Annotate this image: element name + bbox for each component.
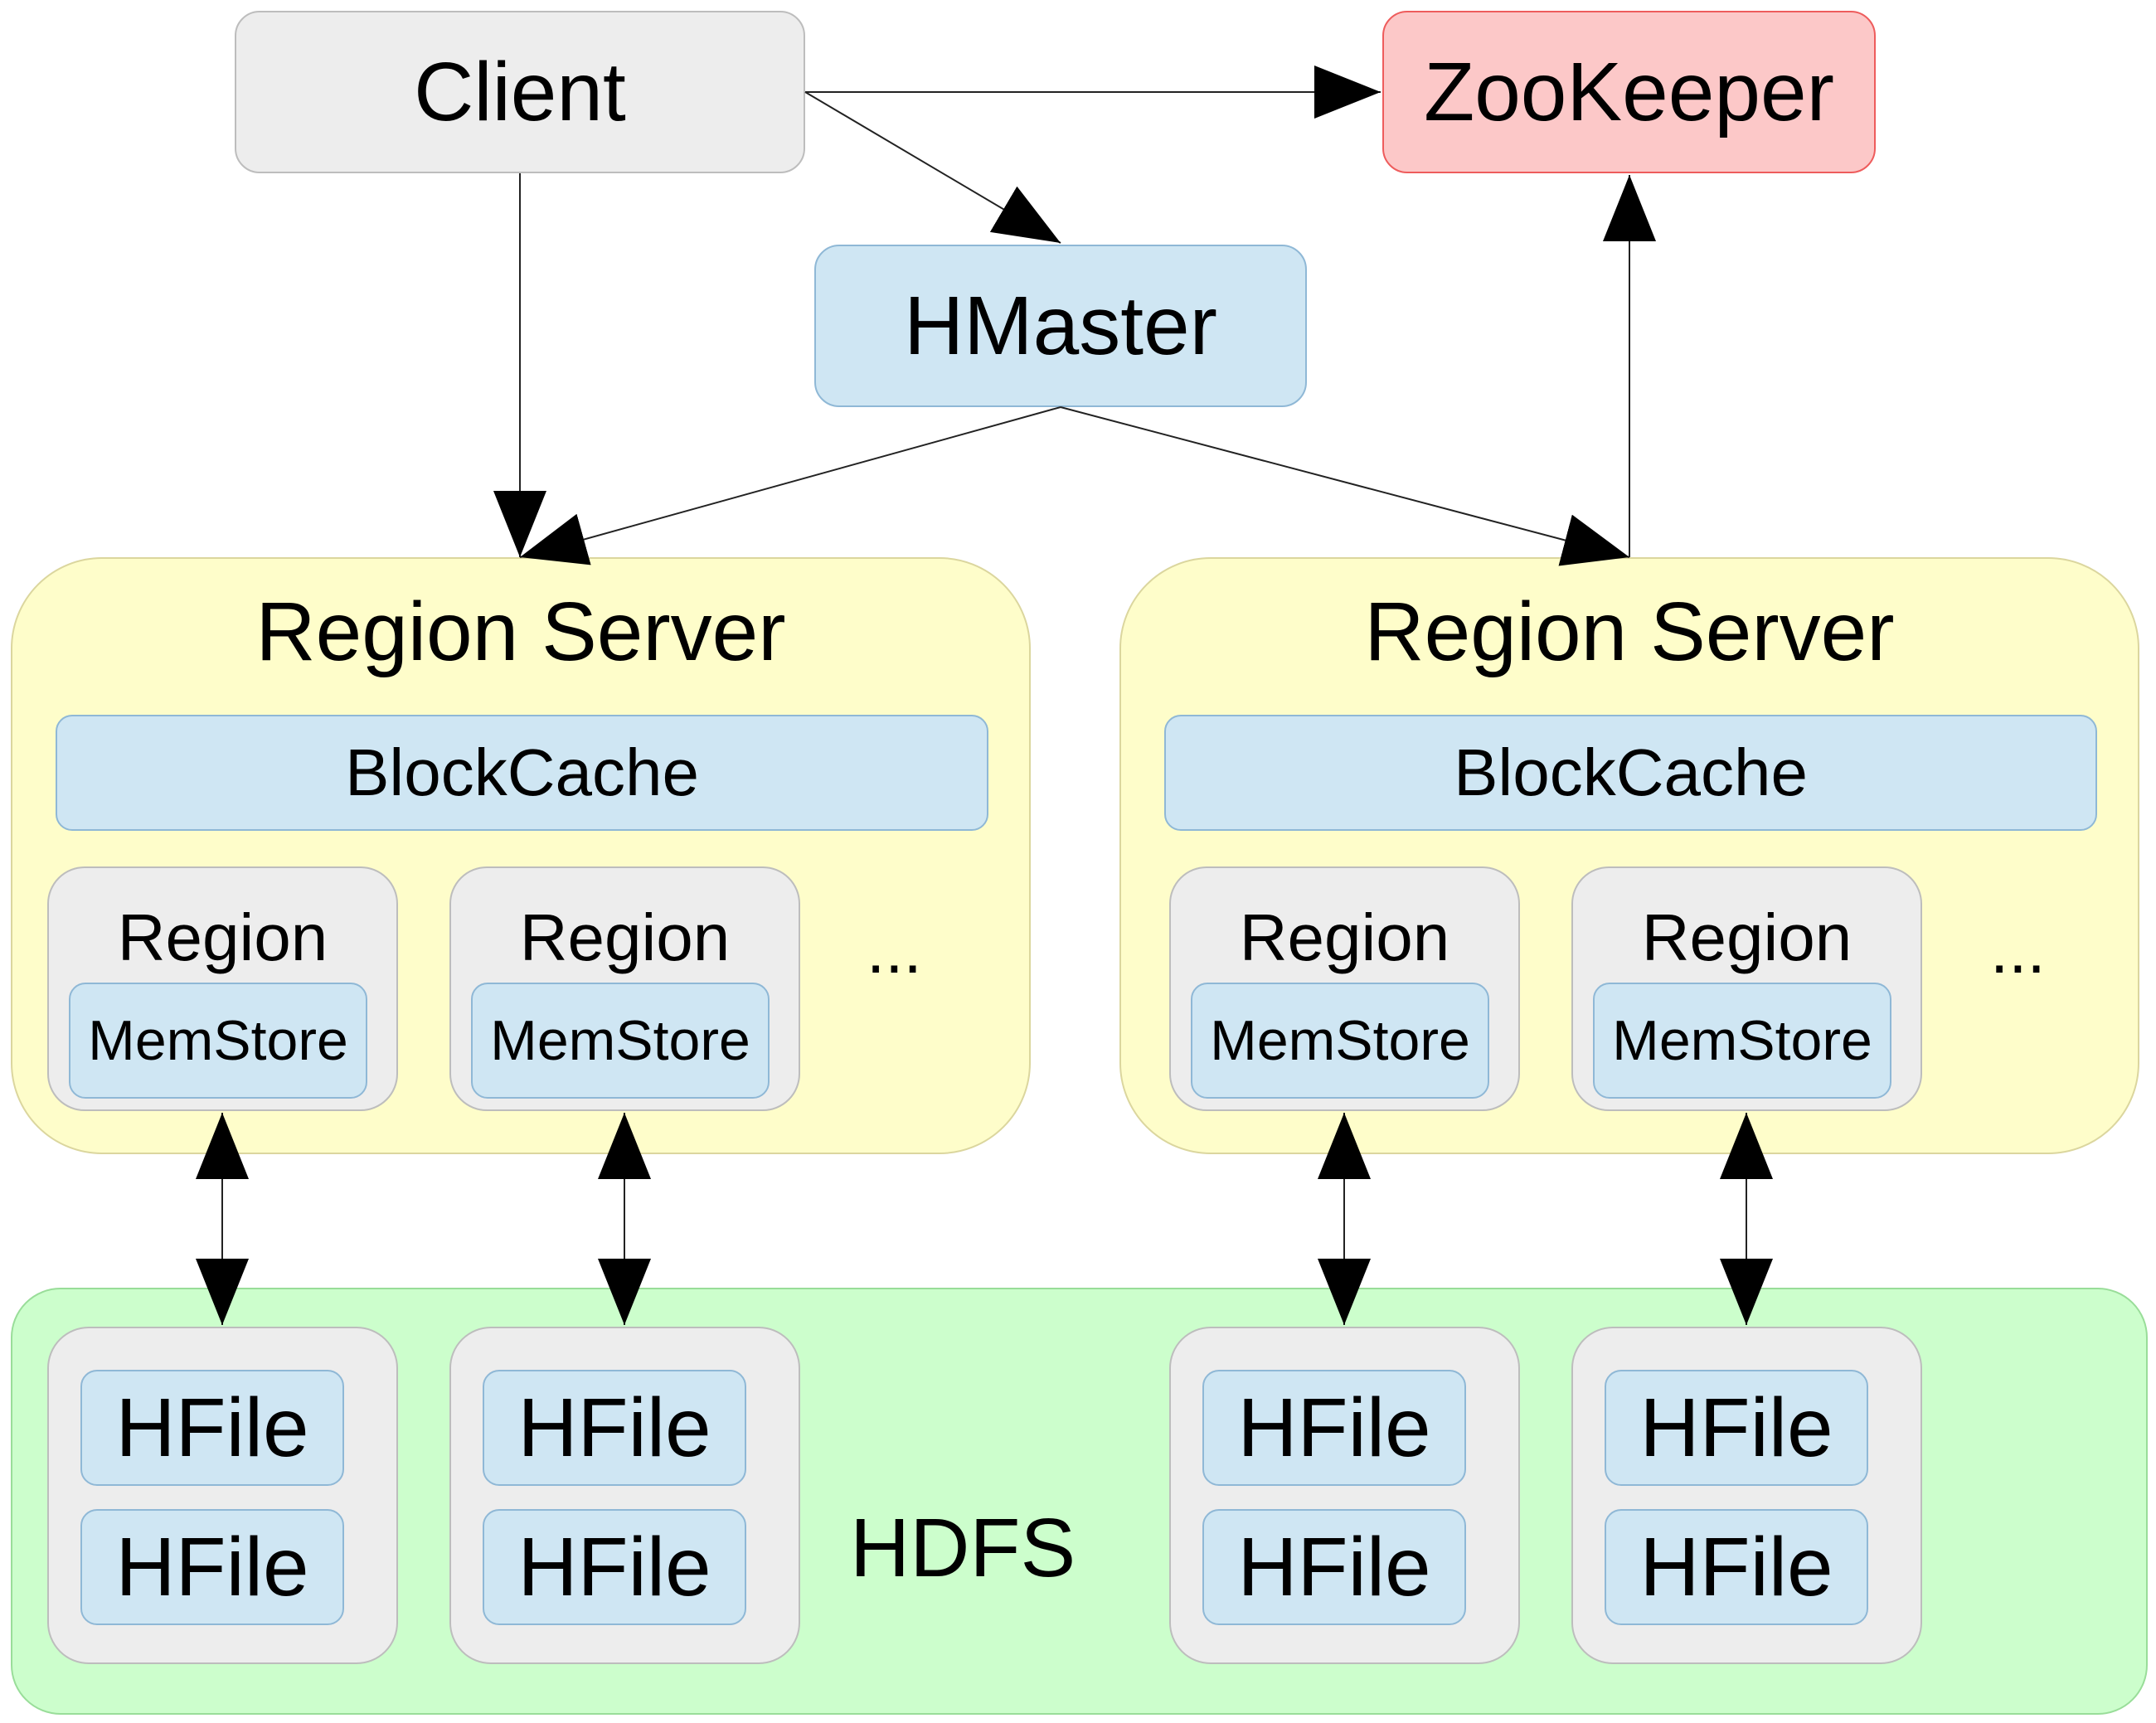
region-server-1-blockcache: BlockCache (56, 715, 988, 831)
hmaster-label: HMaster (904, 279, 1217, 372)
hfile-label: HFile (517, 1381, 711, 1474)
region-server-2-blockcache: BlockCache (1164, 715, 2097, 831)
hfile: HFile (483, 1509, 746, 1625)
hmaster-node: HMaster (814, 245, 1307, 407)
client-node: Client (235, 11, 805, 173)
memstore: MemStore (69, 983, 367, 1099)
blockcache-label: BlockCache (345, 735, 699, 809)
memstore: MemStore (1593, 983, 1891, 1099)
memstore-label: MemStore (1612, 1009, 1872, 1072)
hfile-label: HFile (115, 1520, 309, 1614)
region-label: Region (519, 900, 731, 974)
arrow-hmaster-to-region-server-2 (1060, 406, 1630, 566)
hfile-label: HFile (1639, 1381, 1833, 1474)
client-label: Client (414, 45, 626, 138)
arrow-hmaster-to-region-server-1 (519, 406, 1061, 565)
region-server-1-title: Region Server (255, 585, 786, 678)
memstore: MemStore (471, 983, 770, 1099)
more-regions-ellipsis: ... (1990, 913, 2046, 987)
memstore-label: MemStore (88, 1009, 348, 1072)
hfile-label: HFile (115, 1381, 309, 1474)
hfile: HFile (1202, 1370, 1466, 1486)
hfile: HFile (1202, 1509, 1466, 1625)
hfile: HFile (1605, 1509, 1868, 1625)
memstore: MemStore (1191, 983, 1489, 1099)
hdfs-label: HDFS (850, 1502, 1076, 1594)
region-label: Region (117, 900, 328, 974)
region-label: Region (1641, 900, 1853, 974)
hfile-label: HFile (1237, 1520, 1431, 1614)
hfile: HFile (80, 1370, 344, 1486)
memstore-label: MemStore (1210, 1009, 1470, 1072)
hfile: HFile (80, 1509, 344, 1625)
hfile: HFile (1605, 1370, 1868, 1486)
blockcache-label: BlockCache (1454, 735, 1808, 809)
more-regions-ellipsis: ... (867, 913, 922, 987)
region-label: Region (1239, 900, 1450, 974)
zookeeper-label: ZooKeeper (1424, 45, 1834, 138)
zookeeper-node: ZooKeeper (1382, 11, 1876, 173)
hfile-label: HFile (1639, 1520, 1833, 1614)
arrow-client-to-hmaster (804, 91, 1061, 244)
hfile-label: HFile (1237, 1381, 1431, 1474)
hfile-label: HFile (517, 1520, 711, 1614)
hfile: HFile (483, 1370, 746, 1486)
region-server-2-title: Region Server (1364, 585, 1895, 678)
memstore-label: MemStore (490, 1009, 750, 1072)
